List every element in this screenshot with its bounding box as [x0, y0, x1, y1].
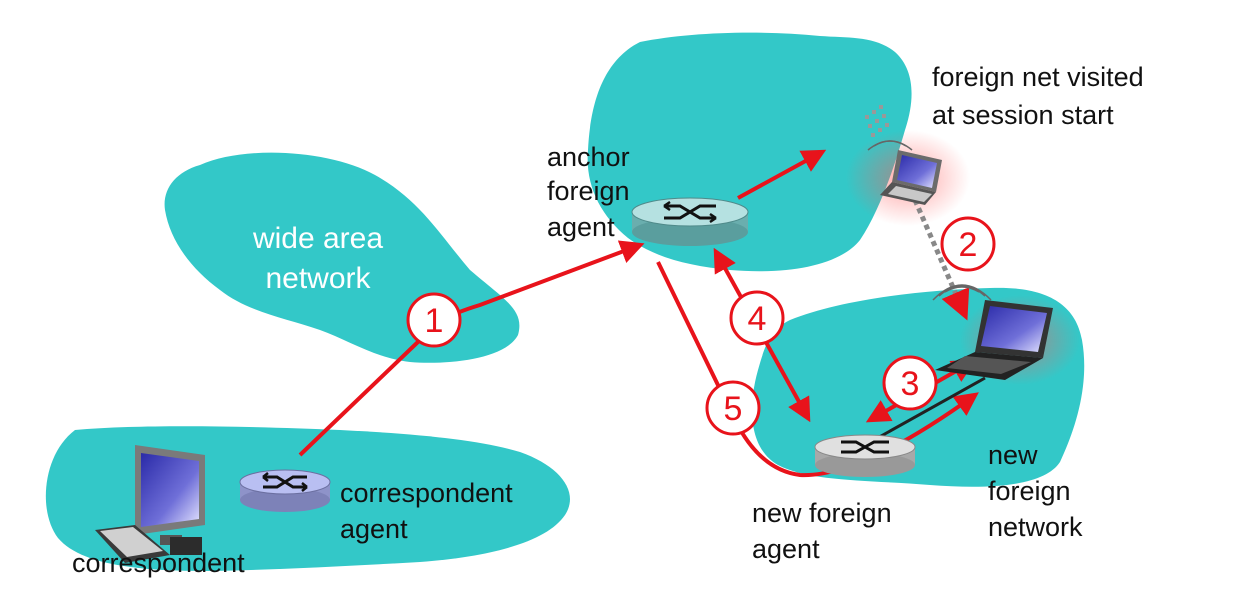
movement-path [912, 199, 970, 321]
anchor-foreign-agent-router-icon [631, 197, 749, 246]
step-badge-4: 4 [729, 290, 785, 346]
wan-label-line1: wide area [252, 222, 383, 255]
anchor-agent-label-line2: foreign [547, 176, 630, 206]
new-laptop-icon [935, 300, 1053, 380]
new-network-label-line2: foreign [988, 476, 1071, 506]
wide-area-network-cloud [164, 152, 520, 363]
svg-text:1: 1 [425, 302, 444, 340]
new-agent-label-line1: new foreign [752, 498, 892, 528]
new-agent-label-line2: agent [752, 534, 820, 564]
svg-text:4: 4 [748, 300, 767, 338]
svg-text:5: 5 [724, 390, 743, 428]
svg-text:3: 3 [901, 365, 920, 403]
anchor-agent-label-line3: agent [547, 212, 615, 242]
step-badge-1: 1 [406, 292, 462, 348]
old-laptop-icon [880, 150, 942, 205]
correspondent-agent-label-line1: correspondent [340, 478, 513, 508]
wifi-icon [867, 140, 992, 301]
visited-net-label-line1: foreign net visited [932, 62, 1144, 92]
wireless-signal-dots [865, 105, 889, 137]
desktop-computer-icon [95, 445, 205, 563]
correspondent-label: correspondent [72, 548, 245, 578]
wan-label-line2: network [265, 262, 371, 295]
step-badge-5: 5 [705, 380, 761, 436]
correspondent-agent-label-line2: agent [340, 514, 408, 544]
new-network-label-line1: new [988, 440, 1038, 470]
arrow-5 [656, 261, 979, 478]
new-network-link [864, 376, 986, 447]
new-network-label-line3: network [988, 512, 1083, 542]
step-badge-3: 3 [882, 355, 938, 411]
new-foreign-agent-router-icon [814, 434, 916, 477]
svg-text:2: 2 [959, 226, 978, 264]
visited-net-label-line2: at session start [932, 100, 1114, 130]
step-badge-2: 2 [940, 216, 996, 272]
anchor-agent-label-line1: anchor [547, 142, 630, 172]
arrow-anchor-to-visited [737, 149, 827, 200]
correspondent-agent-router-icon [239, 469, 331, 512]
